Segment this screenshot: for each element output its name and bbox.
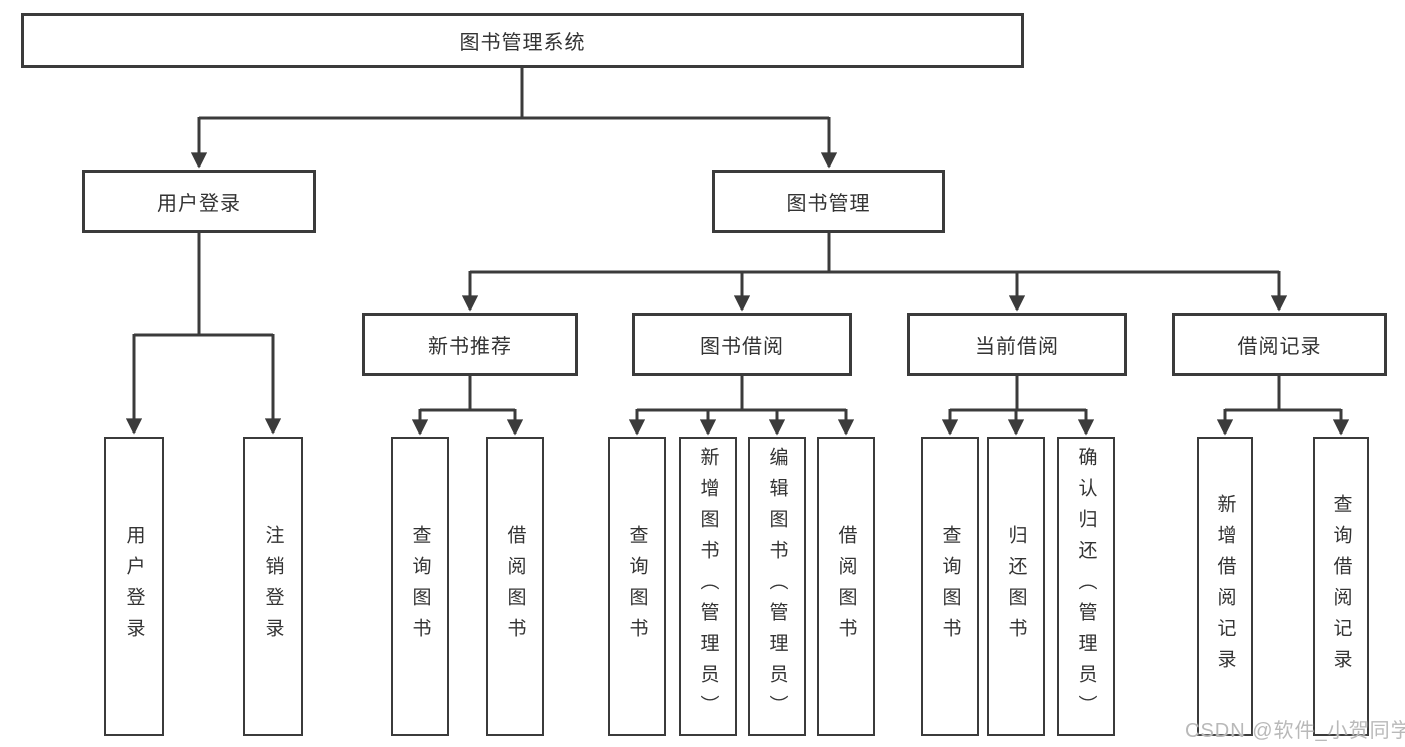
leaf-bb-add-books: 新增图书（管理员）	[679, 437, 737, 736]
leaf-user-login: 用户登录	[104, 437, 164, 736]
leaf-bb-query-books-label: 查询图书	[626, 524, 648, 649]
leaf-cb-return-books: 归还图书	[987, 437, 1045, 736]
leaf-nb-borrow-books: 借阅图书	[486, 437, 544, 736]
csdn-watermark: CSDN @软件_小贺同学	[1185, 720, 1405, 742]
node-book-management-label: 图书管理	[786, 193, 871, 215]
leaf-bb-borrow-books: 借阅图书	[817, 437, 875, 736]
node-current-borrow: 当前借阅	[907, 313, 1127, 376]
leaf-bb-borrow-books-label: 借阅图书	[835, 524, 857, 649]
leaf-bb-edit-books: 编辑图书（管理员）	[748, 437, 806, 736]
leaf-br-add-record: 新增借阅记录	[1197, 437, 1253, 736]
leaf-br-query-record-label: 查询借阅记录	[1330, 493, 1352, 680]
leaf-cb-confirm-return-label: 确认归还（管理员）	[1075, 447, 1097, 726]
leaf-bb-add-books-label: 新增图书（管理员）	[697, 447, 719, 726]
leaf-br-add-record-label: 新增借阅记录	[1214, 493, 1236, 680]
leaf-bb-query-books: 查询图书	[608, 437, 666, 736]
node-book-management: 图书管理	[712, 170, 945, 233]
node-borrow-records: 借阅记录	[1172, 313, 1387, 376]
node-user-login-label: 用户登录	[157, 193, 241, 215]
leaf-user-login-label: 用户登录	[123, 524, 145, 649]
node-new-book-recommend-label: 新书推荐	[428, 336, 512, 358]
leaf-nb-query-books: 查询图书	[391, 437, 449, 736]
leaf-cb-query-books: 查询图书	[921, 437, 979, 736]
node-root: 图书管理系统	[21, 13, 1024, 68]
node-book-borrow: 图书借阅	[632, 313, 852, 376]
leaf-cb-confirm-return: 确认归还（管理员）	[1057, 437, 1115, 736]
leaf-bb-edit-books-label: 编辑图书（管理员）	[766, 447, 788, 726]
leaf-cb-query-books-label: 查询图书	[939, 524, 961, 649]
node-book-borrow-label: 图书借阅	[700, 336, 784, 358]
leaf-br-query-record: 查询借阅记录	[1313, 437, 1369, 736]
node-borrow-records-label: 借阅记录	[1237, 336, 1322, 358]
leaf-logout-label: 注销登录	[262, 524, 284, 649]
leaf-logout: 注销登录	[243, 437, 303, 736]
leaf-nb-borrow-books-label: 借阅图书	[504, 524, 526, 649]
node-user-login: 用户登录	[82, 170, 316, 233]
node-new-book-recommend: 新书推荐	[362, 313, 578, 376]
node-current-borrow-label: 当前借阅	[975, 336, 1059, 358]
leaf-cb-return-books-label: 归还图书	[1005, 524, 1027, 649]
node-root-label: 图书管理系统	[459, 32, 586, 54]
leaf-nb-query-books-label: 查询图书	[409, 524, 431, 649]
